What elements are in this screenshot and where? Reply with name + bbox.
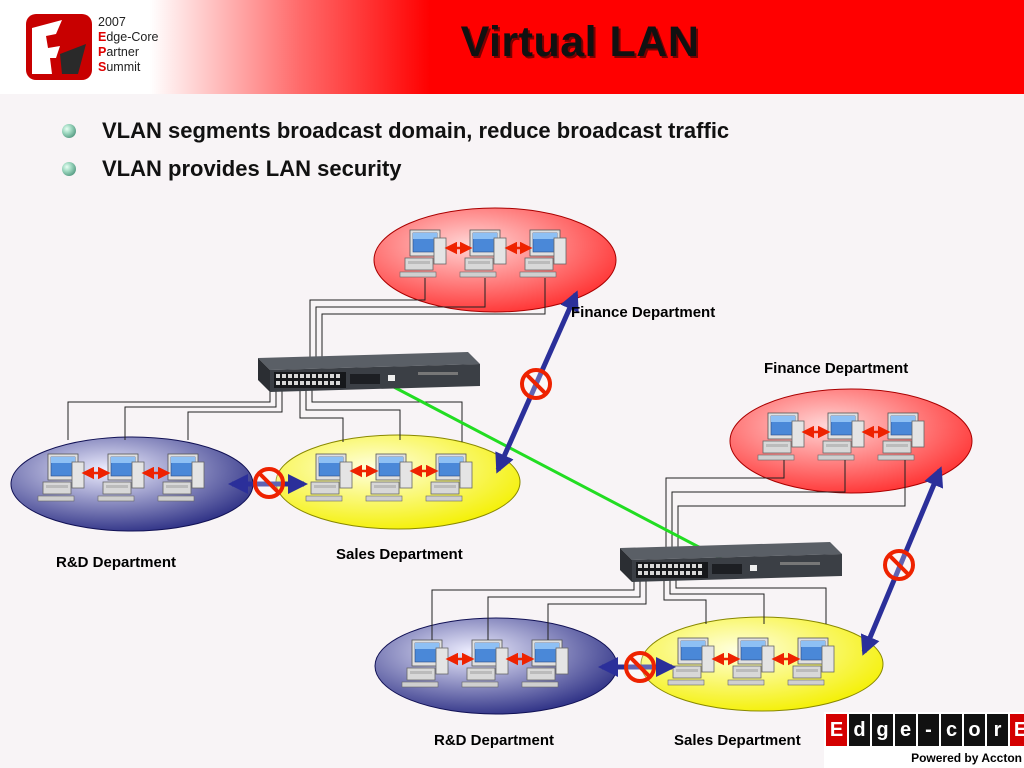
rd-group-left — [10, 436, 254, 532]
brand-wordmark: E d g e - c o r E — [826, 714, 1024, 746]
finance-group-top — [373, 207, 617, 313]
bullet-item: VLAN provides LAN security — [62, 156, 729, 194]
brand-tile: r — [987, 714, 1008, 746]
bullet-list: VLAN segments broadcast domain, reduce b… — [62, 118, 729, 194]
sales-group-left — [275, 434, 521, 530]
no-entry-icon — [520, 368, 552, 400]
no-entry-icon — [624, 651, 656, 683]
bullet-item: VLAN segments broadcast domain, reduce b… — [62, 118, 729, 156]
header-banner: 2007 Edge-Core Partner Summit Virtual LA… — [0, 0, 1024, 94]
no-entry-icon — [253, 467, 285, 499]
label-finance-right: Finance Department — [764, 360, 909, 377]
brand-tile: d — [849, 714, 870, 746]
edge-core-brand: E d g e - c o r E Powered by Accton — [824, 712, 1024, 768]
label-finance-top: Finance Department — [571, 304, 716, 321]
bullet-dot-icon — [62, 124, 76, 138]
brand-tile: E — [826, 714, 847, 746]
brand-tile: e — [895, 714, 916, 746]
brand-tile: g — [872, 714, 893, 746]
switch-top — [258, 352, 480, 392]
powered-by-text: Powered by Accton — [911, 751, 1022, 765]
brand-tile: - — [918, 714, 939, 746]
bullet-dot-icon — [62, 162, 76, 176]
label-rd-right: R&D Department — [434, 732, 555, 749]
label-sales-right: Sales Department — [674, 732, 801, 749]
summit-text: 2007 Edge-Core Partner Summit — [98, 15, 159, 74]
rd-group-right — [374, 617, 618, 715]
label-sales-left: Sales Department — [336, 546, 463, 563]
label-rd-left: R&D Department — [56, 554, 177, 571]
brand-tile: c — [941, 714, 962, 746]
edge-core-summit-logo — [26, 14, 92, 80]
sales-group-right — [640, 616, 884, 712]
page-title: Virtual LAN — [460, 18, 700, 66]
switch-bottom — [620, 542, 842, 582]
trunk-link — [389, 383, 736, 568]
brand-tile: E — [1010, 714, 1024, 746]
no-entry-icon — [883, 549, 915, 581]
brand-tile: o — [964, 714, 985, 746]
